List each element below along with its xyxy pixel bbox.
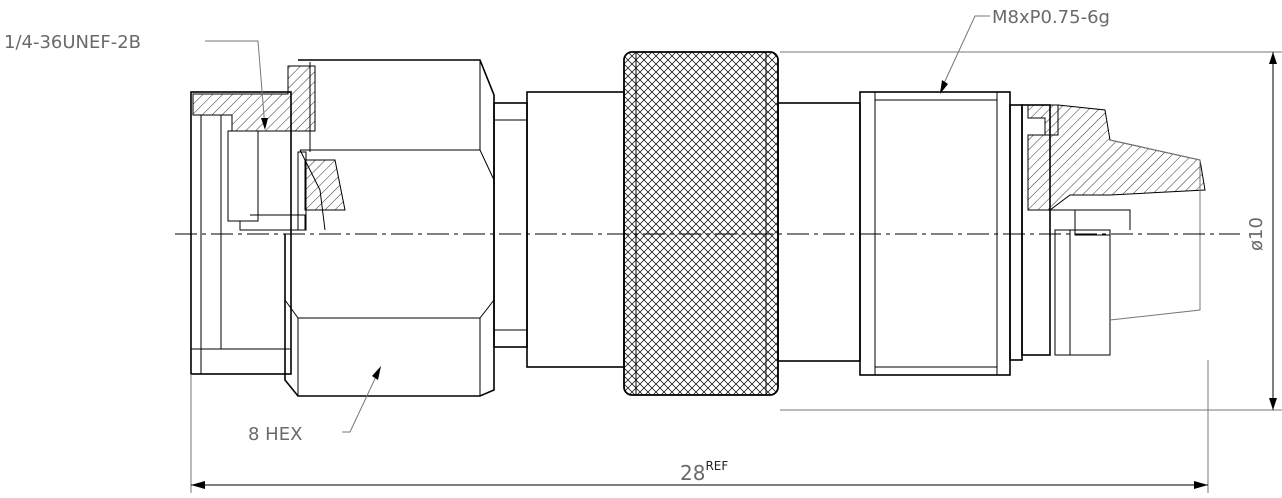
diameter-dimension [780, 51, 1282, 411]
left-coupling-nut [190, 65, 316, 375]
thread-left-leader [205, 40, 268, 130]
thread-right-leader [939, 15, 990, 94]
thread-right-label: M8xP0.75-6g [992, 7, 1110, 28]
neck-section [493, 91, 625, 368]
hex-label: 8 HEX [248, 424, 302, 445]
length-suffix: REF [705, 459, 728, 473]
hex-body [284, 59, 495, 397]
hex-leader [342, 366, 381, 433]
knurled-ring [623, 51, 779, 396]
diameter-label: ø10 [1246, 217, 1267, 251]
length-label: 28REF [680, 459, 728, 485]
thread-left-label: 1/4-36UNEF-2B [4, 32, 141, 53]
length-dimension [190, 360, 1209, 493]
